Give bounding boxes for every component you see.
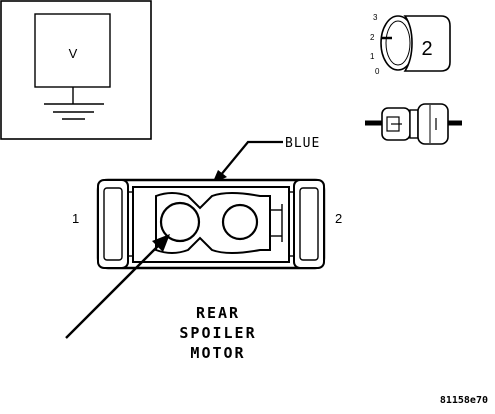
connector-probe-icon <box>365 103 462 145</box>
component-line-3: MOTOR <box>190 344 245 362</box>
terminal-2-cavity <box>221 203 259 241</box>
meter-symbol: V <box>69 46 78 61</box>
ignition-key-number: 2 <box>421 38 432 60</box>
terminal-1-cavity <box>159 201 201 243</box>
ignition-position-3: 3 <box>373 13 378 22</box>
pin-1-label: 1 <box>72 211 79 226</box>
key-head-icon <box>403 15 451 72</box>
ignition-switch-icon: 3 2 1 0 2 <box>370 13 451 76</box>
ignition-position-0: 0 <box>375 67 380 76</box>
probe-arrow <box>65 234 170 339</box>
component-label: REAR SPOILER MOTOR <box>179 304 256 362</box>
ground-symbol-icon <box>44 87 104 120</box>
component-line-1: REAR <box>196 304 240 322</box>
wire-color-callout: BLUE <box>212 136 320 184</box>
pin-2-label: 2 <box>335 211 342 226</box>
motor-connector <box>96 178 326 270</box>
figure-id: 81158e70 <box>440 395 488 406</box>
wire-color-label: BLUE <box>285 136 320 151</box>
voltmeter-panel: V <box>0 0 152 140</box>
panel-border <box>0 0 152 140</box>
ignition-position-2: 2 <box>370 33 375 42</box>
component-line-2: SPOILER <box>179 324 256 342</box>
ignition-position-1: 1 <box>370 52 375 61</box>
